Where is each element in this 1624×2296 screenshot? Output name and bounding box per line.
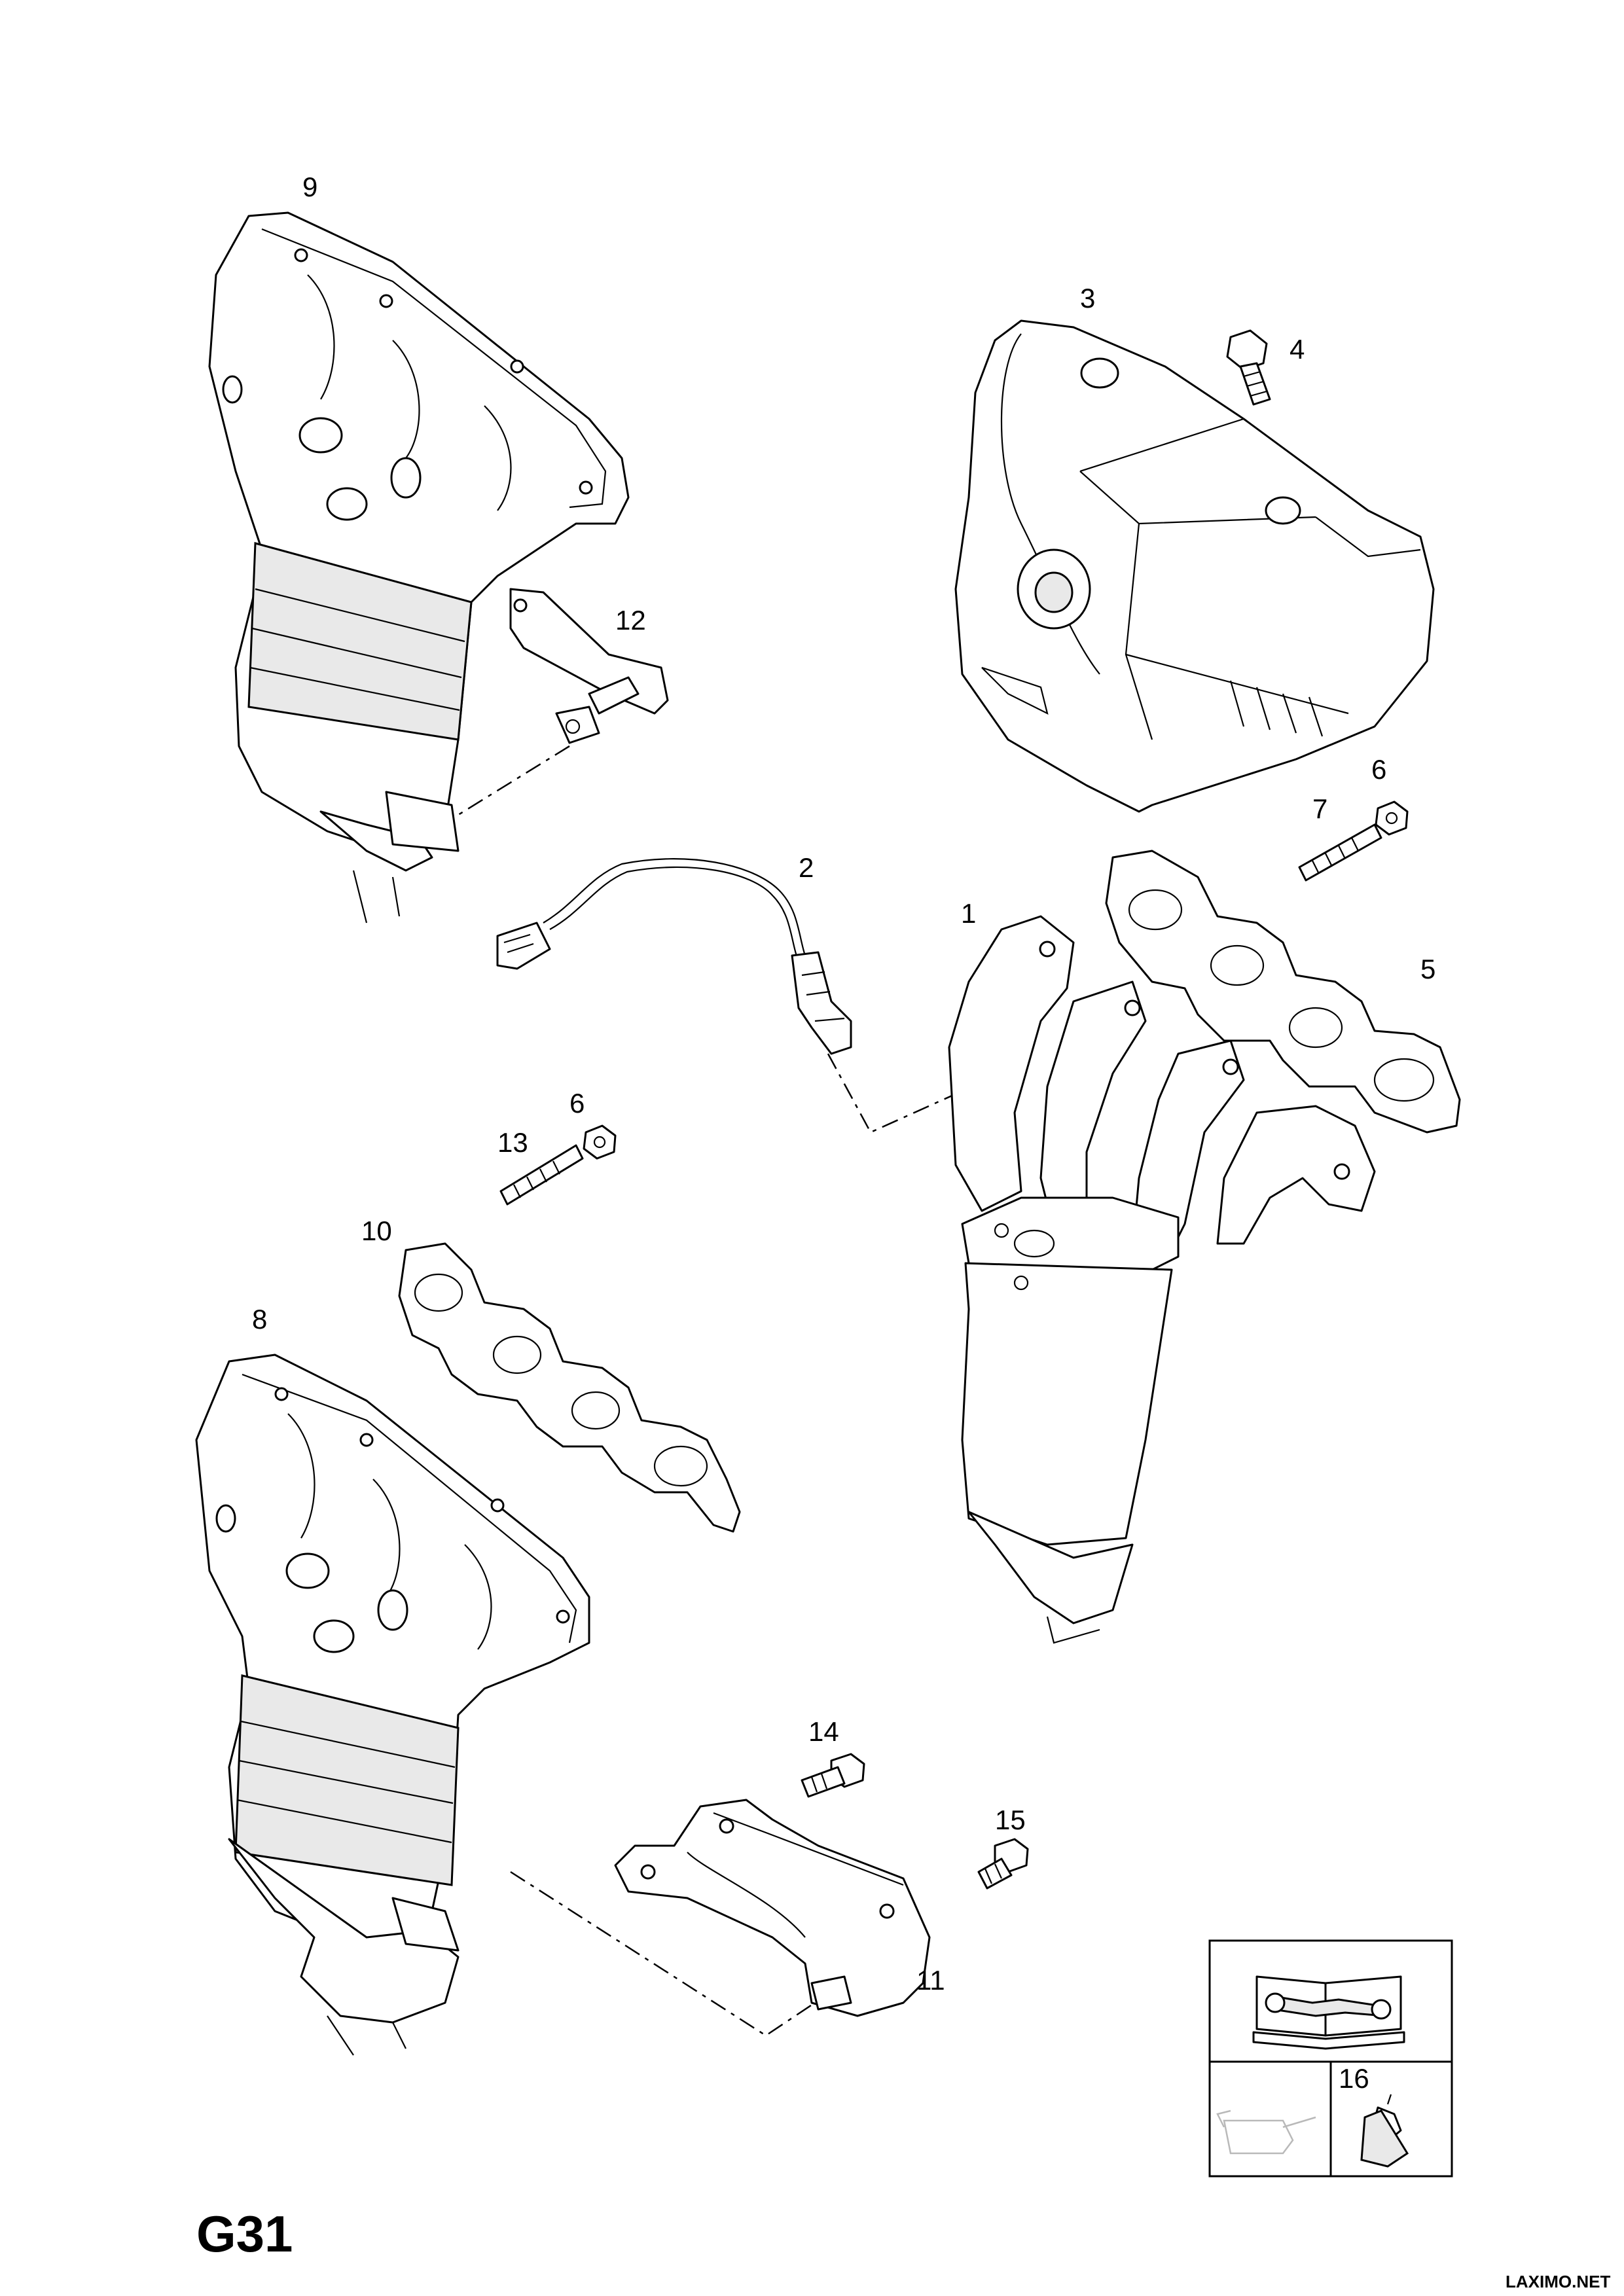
part-6-nut-lower[interactable] [583, 1124, 617, 1160]
part-8-catalytic-manifold[interactable] [195, 1354, 590, 2056]
callout-6a: 6 [1371, 754, 1386, 785]
part-11-lower-bracket[interactable] [614, 1799, 931, 2017]
part-5-manifold-gasket[interactable] [1105, 850, 1461, 1134]
part-1-exhaust-manifold[interactable] [948, 915, 1376, 1644]
callout-6b: 6 [569, 1088, 585, 1119]
callout-5: 5 [1420, 954, 1435, 984]
part-12-support-bracket[interactable] [509, 588, 669, 744]
leader-8 [510, 1871, 825, 2037]
callout-12: 12 [615, 605, 646, 636]
repair-manual-icon[interactable] [1252, 1975, 1405, 2050]
part-15-bolt[interactable] [977, 1838, 1029, 1890]
part-4-bolt[interactable] [1226, 329, 1271, 406]
callout-2: 2 [799, 852, 814, 883]
part-9-catalytic-manifold[interactable] [208, 211, 630, 924]
callout-13: 13 [497, 1127, 528, 1158]
callout-9: 9 [302, 171, 317, 202]
oil-can-icon [1216, 2109, 1316, 2155]
sealant-tube-icon[interactable] [1360, 2094, 1409, 2168]
callout-3: 3 [1080, 283, 1095, 314]
callout-16: 16 [1339, 2063, 1369, 2094]
part-13-stud[interactable] [499, 1144, 584, 1206]
legend-box [1208, 1939, 1453, 2178]
callout-10: 10 [361, 1215, 392, 1246]
watermark: LAXIMO.NET [1506, 2272, 1610, 2291]
callout-15: 15 [995, 1804, 1026, 1835]
callout-1: 1 [961, 898, 976, 929]
part-3-heat-shield[interactable] [954, 319, 1435, 813]
part-10-manifold-gasket[interactable] [398, 1242, 741, 1533]
page-code: G31 [196, 2205, 293, 2263]
part-7-stud[interactable] [1298, 823, 1382, 882]
part-14-bolt[interactable] [801, 1753, 865, 1798]
callout-4: 4 [1290, 334, 1305, 365]
leader-12 [458, 745, 570, 816]
callout-8: 8 [252, 1304, 267, 1335]
part-6-nut-upper[interactable] [1375, 800, 1409, 836]
callout-11: 11 [916, 1965, 945, 1996]
callout-14: 14 [808, 1716, 839, 1747]
part-2-oxygen-sensor[interactable] [496, 858, 852, 1055]
callout-7: 7 [1312, 793, 1327, 824]
